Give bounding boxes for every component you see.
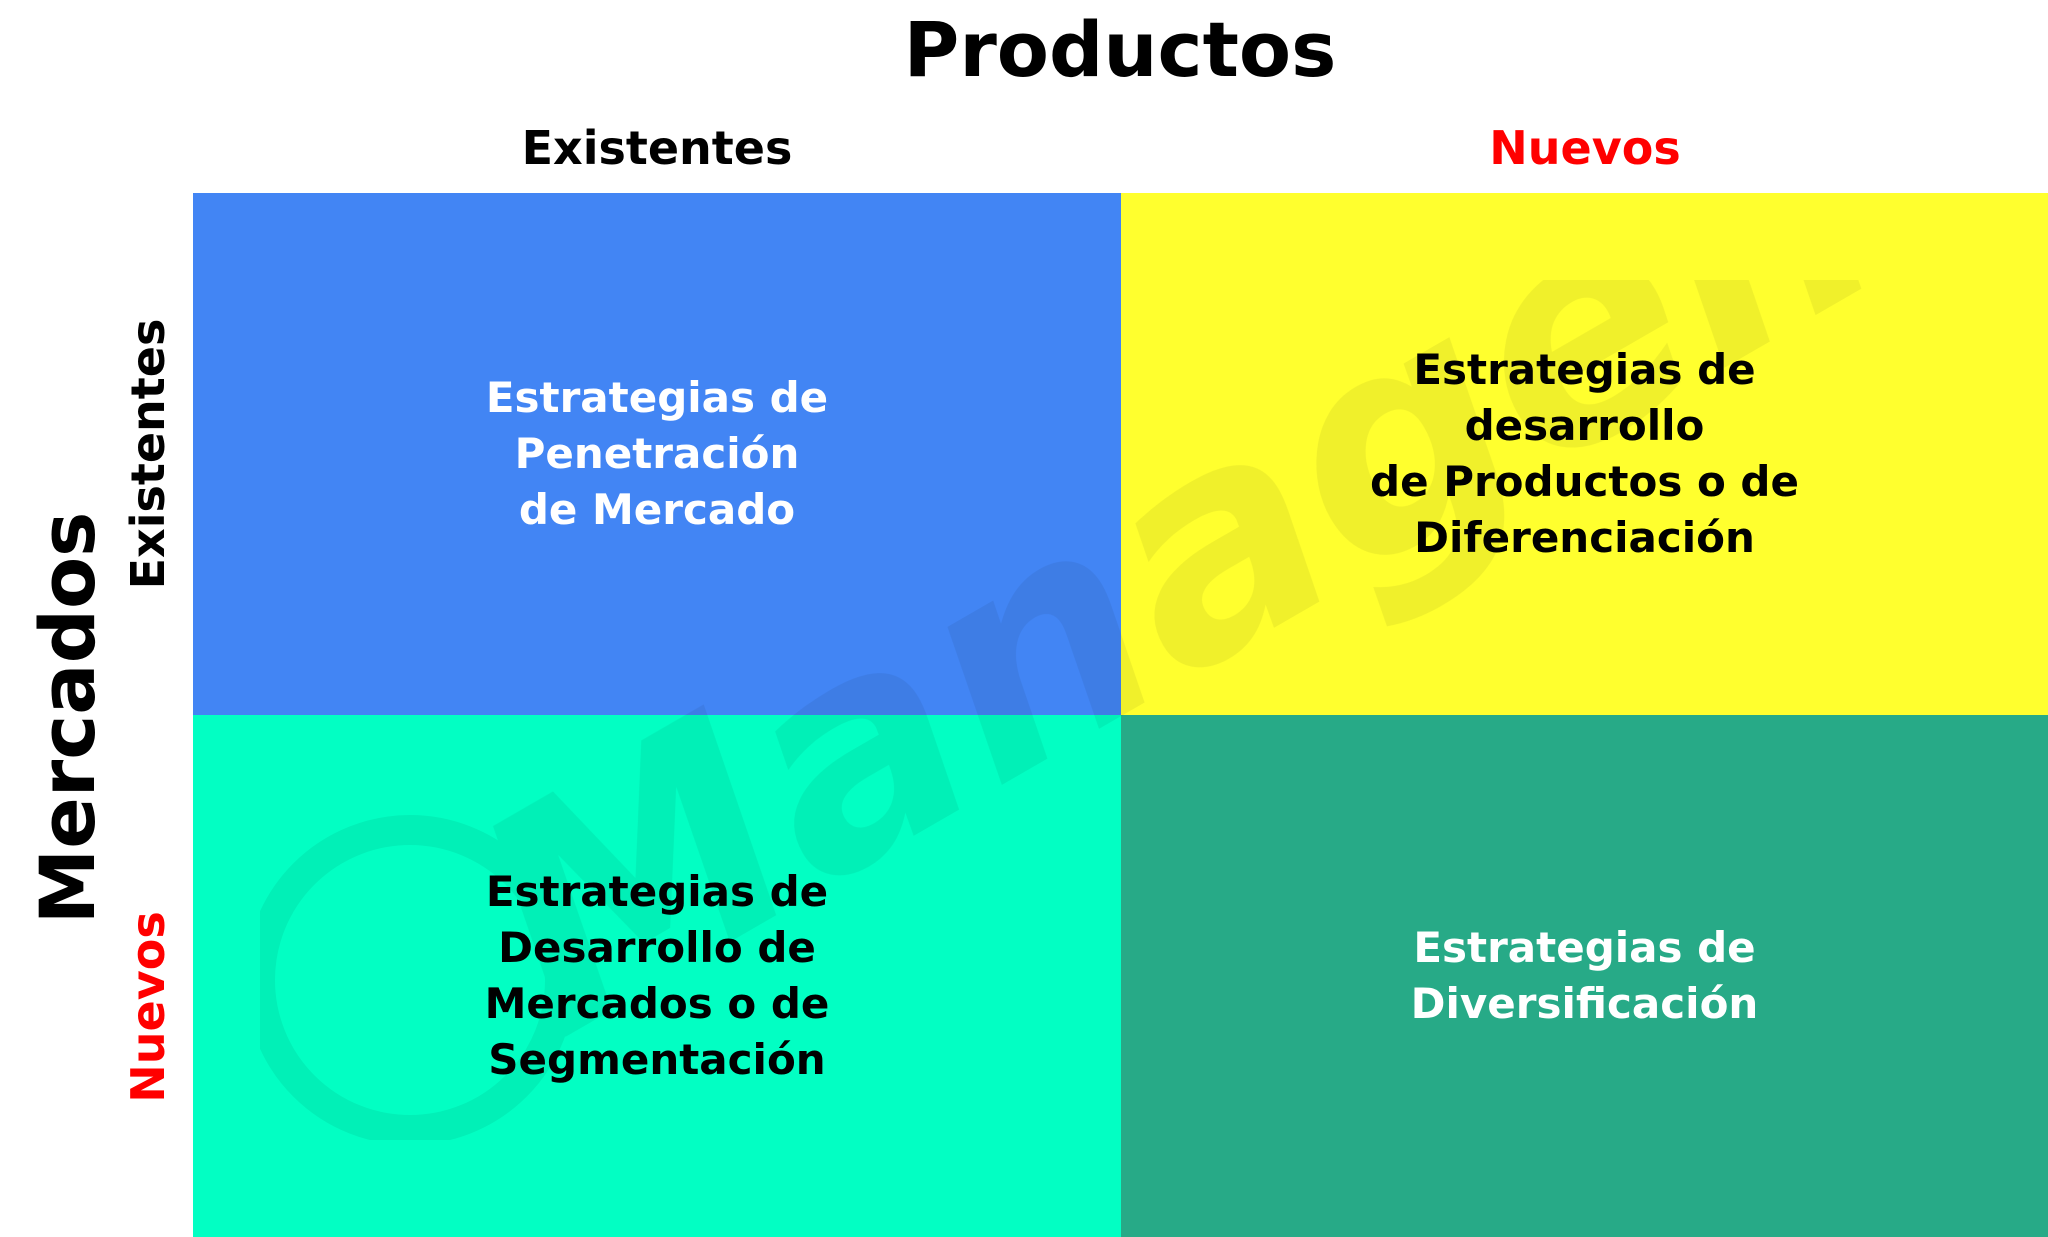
quadrant-desarrollo-mercados: Estrategias de Desarrollo de Mercados o … [193,715,1121,1237]
quadrant-desarrollo-productos: Estrategias de desarrollo de Productos o… [1121,193,2048,715]
row-header-existentes: Existentes [121,318,175,590]
row-header-nuevos: Nuevos [121,911,175,1103]
side-title: Mercados [23,511,112,925]
quadrant-desarrollo-mercados-label: Estrategias de Desarrollo de Mercados o … [484,867,830,1084]
quadrant-desarrollo-productos-label: Estrategias de desarrollo de Productos o… [1370,345,1799,562]
column-header-nuevos: Nuevos [1489,121,1681,175]
column-header-existentes: Existentes [521,121,793,175]
quadrant-diversificacion-label: Estrategias de Diversificación [1410,923,1759,1028]
matrix-grid: Estrategias de Penetración de Mercado Es… [193,193,2048,1237]
quadrant-penetracion: Estrategias de Penetración de Mercado [193,193,1121,715]
diagram-title: Productos [903,5,1337,94]
quadrant-diversificacion: Estrategias de Diversificación [1121,715,2048,1237]
quadrant-penetracion-label: Estrategias de Penetración de Mercado [485,373,829,534]
